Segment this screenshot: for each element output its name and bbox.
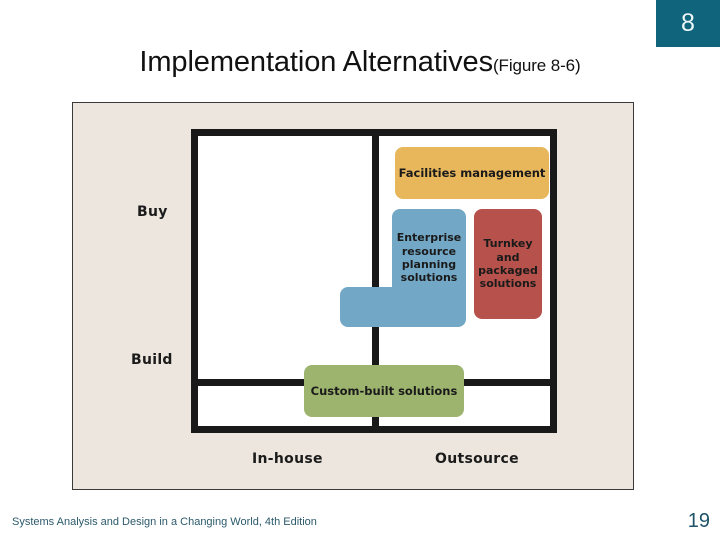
matrix-vertical-divider [372, 129, 379, 433]
option-box-facilities-management: Facilities management [395, 147, 549, 199]
page-title-main: Implementation Alternatives [139, 46, 493, 78]
page-title: Implementation Alternatives(Figure 8-6) [0, 46, 720, 79]
option-box-enterprise-resource-planning-solutions: Enterprise resource planning solutions [392, 209, 466, 309]
axis-label-in-house: In-house [252, 451, 323, 467]
axis-label-build: Build [131, 352, 173, 368]
axis-label-outsource: Outsource [435, 451, 519, 467]
option-box-custom-built-solutions: Custom-built solutions [304, 365, 464, 417]
option-box-turnkey-and-packaged-solutions: Turnkey and packaged solutions [474, 209, 542, 319]
figure-panel: Buy Build In-house Outsource Facilities … [72, 102, 634, 490]
page-title-figure-reference: (Figure 8-6) [492, 56, 581, 75]
footer-page-number: 19 [687, 510, 710, 532]
chapter-number-badge: 8 [656, 0, 720, 47]
axis-label-buy: Buy [137, 204, 168, 220]
footer-source-text: Systems Analysis and Design in a Changin… [12, 516, 317, 528]
